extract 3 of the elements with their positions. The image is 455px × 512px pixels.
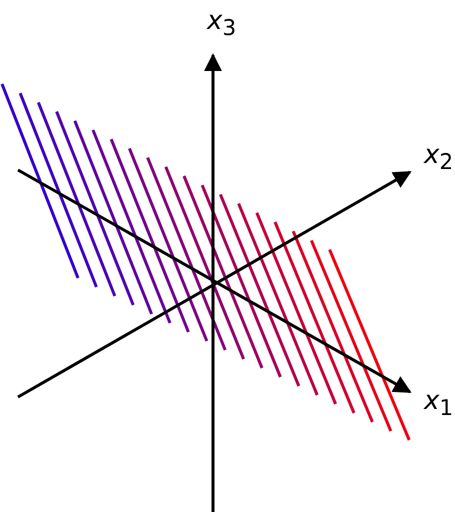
- axis-label: x$_{1}$: [424, 388, 454, 420]
- axis-label: x$_{3}$: [207, 8, 236, 40]
- axis-label: x$_{2}$: [424, 142, 454, 174]
